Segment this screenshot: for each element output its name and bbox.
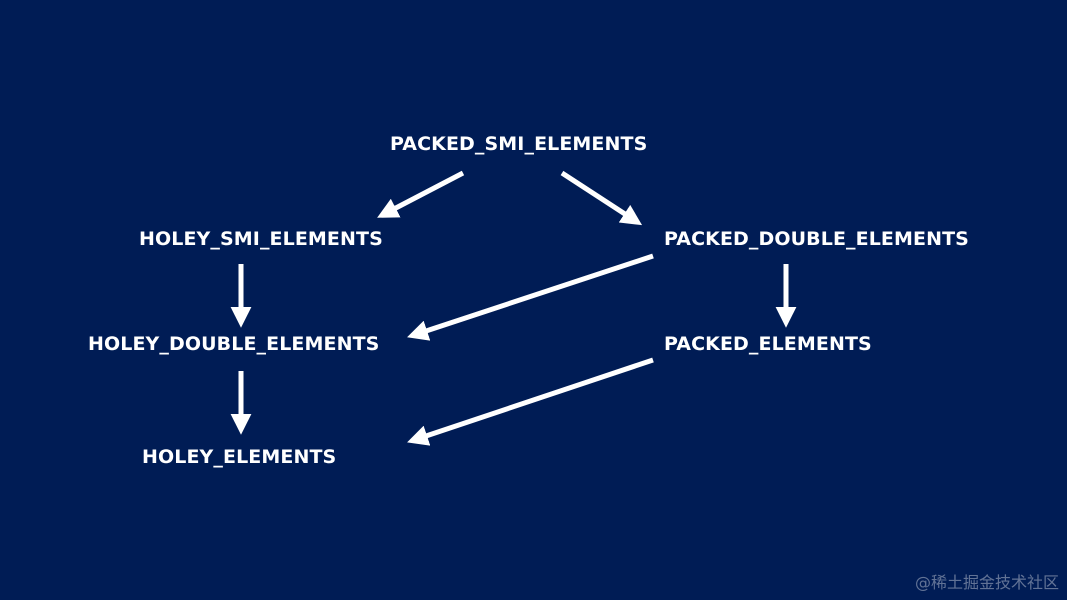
arrow-packed-smi-to-holey-smi [377, 170, 465, 218]
node-holey-smi-elements: HOLEY_SMI_ELEMENTS [139, 228, 383, 250]
node-packed-elements: PACKED_ELEMENTS [664, 333, 872, 355]
arrow-packed-smi-to-packed-double [560, 170, 643, 226]
node-packed-double-elements: PACKED_DOUBLE_ELEMENTS [664, 228, 969, 250]
watermark: @稀土掘金技术社区 [914, 573, 1059, 592]
node-packed-smi-elements: PACKED_SMI_ELEMENTS [390, 133, 648, 155]
node-holey-double-elements: HOLEY_DOUBLE_ELEMENTS [88, 333, 380, 355]
node-holey-elements: HOLEY_ELEMENTS [142, 446, 337, 468]
arrow-packed-to-holey [407, 357, 654, 446]
arrow-packed-double-to-holey-double [407, 253, 654, 341]
